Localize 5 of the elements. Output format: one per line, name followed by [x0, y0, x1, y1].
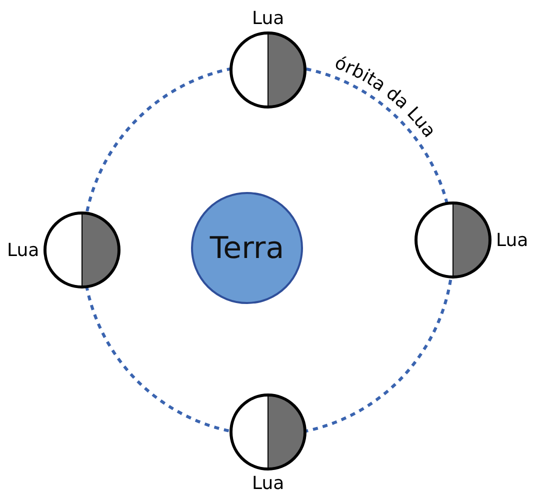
moon-label: Lua	[252, 473, 284, 494]
earth-label: Terra	[210, 230, 284, 266]
moon-label: Lua	[252, 8, 284, 29]
moon-label: Lua	[7, 240, 40, 260]
moon-label: Lua	[496, 230, 528, 250]
